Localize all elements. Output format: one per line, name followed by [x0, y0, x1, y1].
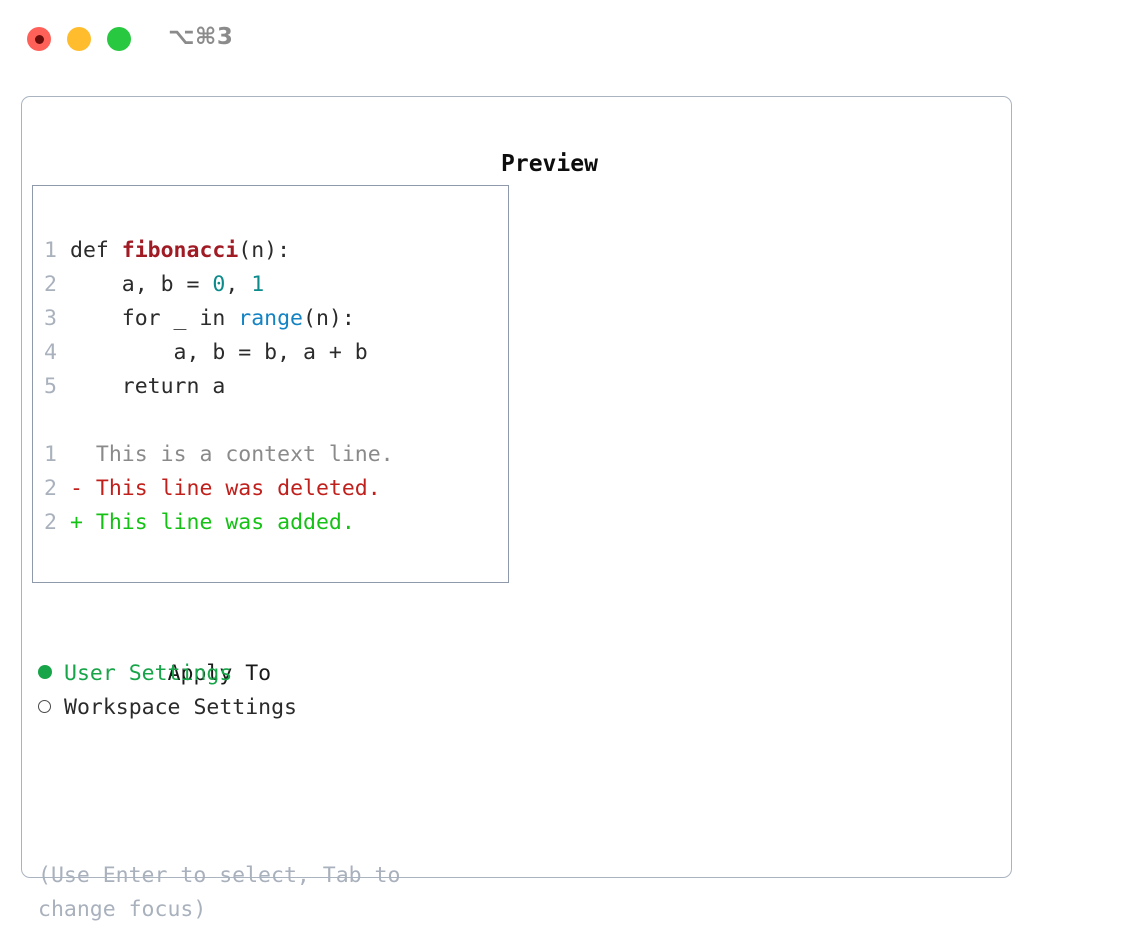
- code-line: 1 def fibonacci(n):: [44, 234, 502, 268]
- code-token-plain: a, b = b, a + b: [70, 340, 368, 365]
- apply-to-heading: Apply To: [38, 623, 478, 686]
- diff-line-content: - This line was deleted.: [70, 476, 381, 501]
- preview-title: Preview: [501, 151, 598, 177]
- diff-text: This line was added.: [95, 510, 355, 535]
- code-token-plain: return a: [70, 374, 226, 399]
- apply-to-option[interactable]: Workspace Settings: [38, 691, 478, 725]
- code-token-kw: def: [70, 238, 122, 263]
- close-window-button[interactable]: [27, 27, 51, 51]
- code-diff-separator: [44, 404, 502, 438]
- code-token-plain: ,: [225, 272, 252, 297]
- apply-to-option[interactable]: User Settings: [38, 657, 478, 691]
- radio-selected-icon: [38, 665, 52, 679]
- maximize-window-button[interactable]: [107, 27, 131, 51]
- diff-marker: [70, 442, 83, 467]
- apply-to-option-label: Workspace Settings: [64, 695, 297, 720]
- apply-to-radio-1: [38, 691, 64, 725]
- code-line-number: 5: [44, 374, 57, 399]
- close-icon: [34, 34, 44, 44]
- code-line-number: 2: [44, 272, 57, 297]
- diff-line: 1 This is a context line.: [44, 438, 502, 472]
- list-spacer: [38, 589, 478, 623]
- preview-column: Preview: [501, 147, 1001, 181]
- code-token-plain: for _ in: [70, 306, 239, 331]
- diff-line-number: 2: [44, 510, 57, 535]
- code-line-number: 4: [44, 340, 57, 365]
- code-line: 4 a, b = b, a + b: [44, 336, 502, 370]
- code-token-plain: a, b =: [70, 272, 213, 297]
- diff-line-content: This is a context line.: [70, 442, 394, 467]
- diff-line-number: 2: [44, 476, 57, 501]
- code-line-number: 1: [44, 238, 57, 263]
- code-token-fnname: fibonacci: [121, 238, 239, 263]
- keyboard-shortcut-label: ⌥⌘3: [168, 24, 234, 50]
- title-bar: ⌥⌘3: [0, 0, 1140, 78]
- radio-unselected-icon: [38, 700, 51, 713]
- diff-text: This is a context line.: [95, 442, 394, 467]
- diff-line: 2- This line was deleted.: [44, 472, 502, 506]
- select-theme-heading: >Select Theme: [38, 147, 478, 211]
- code-token-plain: (n):: [238, 238, 291, 263]
- code-token-num: 1: [251, 272, 265, 297]
- code-line: 5 return a: [44, 370, 502, 404]
- main-panel: >Select Theme ANSI DarkAtom One DarkAyu …: [21, 96, 1012, 922]
- code-line: 2 a, b = 0, 1: [44, 268, 502, 302]
- diff-line-number: 1: [44, 442, 57, 467]
- diff-line-content: + This line was added.: [70, 510, 355, 535]
- diff-marker: -: [70, 476, 83, 501]
- code-token-num: 0: [212, 272, 226, 297]
- apply-to-label: Apply To: [167, 661, 272, 686]
- diff-line: 2 + This line was added.: [44, 506, 502, 540]
- keyboard-hint-text: (Use Enter to select, Tab to change focu…: [38, 863, 401, 922]
- code-line-number: 3: [44, 306, 57, 331]
- diff-block: 1 This is a context line.2- This line wa…: [44, 438, 502, 540]
- code-line: 3 for _ in range(n):: [44, 302, 502, 336]
- code-token-builtin: range: [238, 306, 304, 331]
- code-token-plain: (n):: [303, 306, 355, 331]
- minimize-window-button[interactable]: [67, 27, 91, 51]
- apply-to-radio-0: [38, 657, 64, 691]
- diff-marker: +: [70, 510, 83, 535]
- apply-to-option-label: User Settings: [64, 661, 233, 686]
- diff-text: This line was deleted.: [95, 476, 381, 501]
